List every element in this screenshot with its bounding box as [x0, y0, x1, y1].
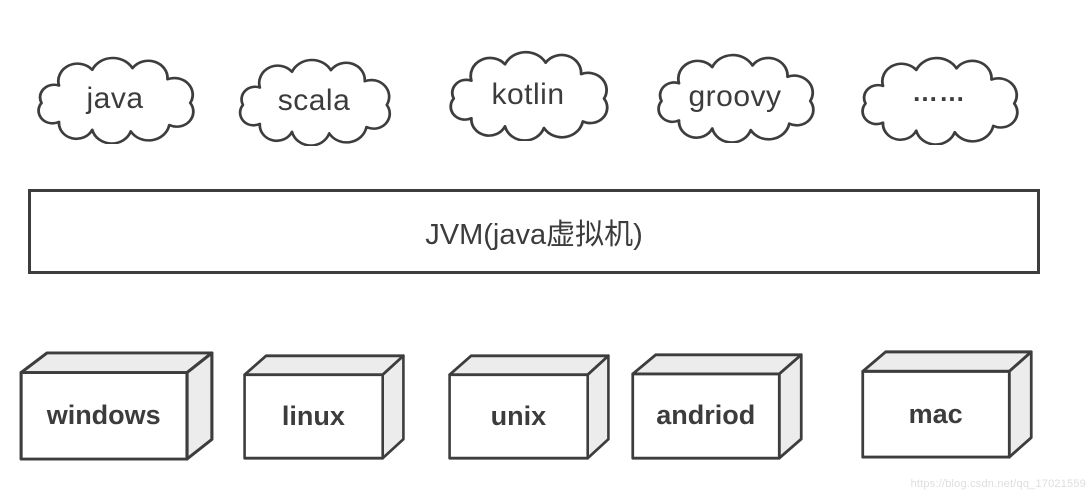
language-label: kotlin: [491, 77, 565, 111]
language-cloud-kotlin: kotlin: [436, 48, 620, 141]
language-cloud-scala: scala: [226, 56, 402, 146]
language-label: scala: [277, 84, 351, 117]
platform-label: andriod: [656, 400, 756, 431]
cube-icon: [448, 354, 610, 460]
platform-box-andriod: andriod: [630, 351, 804, 461]
watermark-text: https://blog.csdn.net/qq_17021559: [910, 478, 1086, 490]
platform-box-linux: linux: [242, 352, 406, 461]
cloud-icon: [449, 50, 609, 141]
platform-box-windows: windows: [18, 349, 215, 462]
cube-icon: [861, 350, 1033, 459]
language-cloud-groovy: groovy: [644, 51, 826, 143]
cloud-icon: [657, 53, 815, 143]
platform-label: unix: [490, 400, 547, 431]
platform-label: windows: [46, 400, 161, 431]
platform-box-mac: mac: [860, 348, 1034, 460]
cube-icon: [631, 353, 803, 460]
jvm-label: JVM(java虚拟机): [425, 218, 643, 251]
language-cloud-java: java: [24, 54, 206, 144]
cloud-icon: [238, 58, 392, 146]
cloud-icon: [861, 56, 1019, 145]
platform-label: linux: [281, 400, 345, 431]
language-cloud-others: ……: [848, 54, 1030, 145]
language-label: groovy: [688, 80, 782, 113]
language-label: java: [86, 82, 144, 115]
cube-icon: [19, 351, 214, 461]
language-label: ……: [912, 77, 966, 107]
cube-icon: [243, 354, 405, 460]
cloud-icon: [37, 56, 195, 144]
platform-label: mac: [908, 398, 963, 429]
jvm-layer-box: JVM(java虚拟机): [28, 189, 1040, 274]
platform-box-unix: unix: [447, 352, 611, 461]
